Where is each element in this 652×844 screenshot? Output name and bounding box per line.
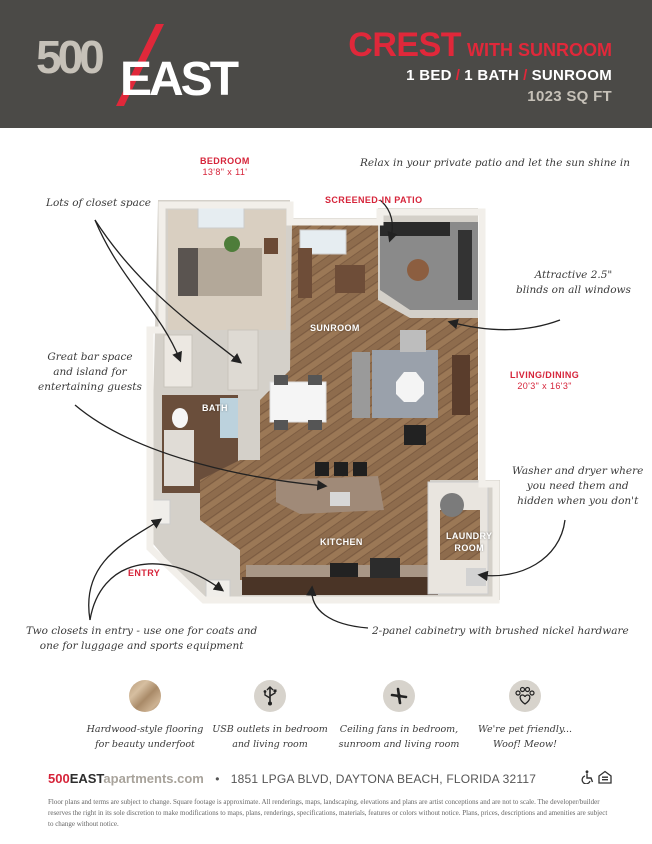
disclaimer-text: Floor plans and terms are subject to cha… — [48, 798, 608, 828]
feature-text: Hardwood-style flooring for beauty under… — [80, 722, 210, 752]
feature-line: Ceiling fans in bedroom, — [339, 724, 459, 735]
plan-subtitle: WITH SUNROOM — [467, 40, 612, 60]
note-line: Attractive 2.5" — [534, 269, 613, 281]
feature-list: Hardwood-style flooring for beauty under… — [80, 680, 572, 760]
room-name-line2: ROOM — [454, 543, 485, 553]
entry-arrow-1 — [88, 518, 163, 621]
ceiling-fan-icon — [383, 680, 415, 712]
feature-pets: We're pet friendly... Woof! Meow! — [460, 680, 590, 752]
room-name: BEDROOM — [200, 156, 250, 166]
note-line: Two closets in entry - use one for coats… — [26, 625, 258, 637]
spec-beds: 1 BED — [406, 67, 452, 84]
logo-east: EAST — [120, 53, 239, 106]
logo-500: 500 — [36, 31, 105, 83]
note-closet: Lots of closet space — [46, 197, 151, 209]
note-cabinetry: 2-panel cabinetry with brushed nickel ha… — [372, 625, 629, 637]
patio-arrow — [379, 199, 398, 243]
spec-extra: SUNROOM — [531, 67, 612, 84]
room-label-entry: ENTRY — [128, 568, 161, 578]
feature-text: Ceiling fans in bedroom, sunroom and liv… — [334, 722, 464, 752]
entry-arrow-2 — [89, 563, 225, 621]
room-label-sunroom: SUNROOM — [310, 323, 360, 333]
feature-line: We're pet friendly... — [477, 724, 573, 735]
feature-line: USB outlets in bedroom — [212, 724, 328, 735]
feature-flooring: Hardwood-style flooring for beauty under… — [80, 680, 210, 752]
closet-arrow-2 — [94, 219, 243, 364]
equal-housing-icon — [598, 770, 612, 784]
floor-plan-rendering — [74, 199, 566, 629]
plan-sqft: 1023 SQ FT — [527, 88, 612, 105]
feature-line: sunroom and living room — [338, 739, 460, 750]
note-line: Great bar space — [47, 351, 133, 363]
blinds-arrow — [447, 318, 561, 331]
accessibility-icon — [581, 770, 594, 784]
cabinetry-arrow — [306, 585, 369, 629]
feature-line: and living room — [232, 739, 308, 750]
room-name-line1: LAUNDRY — [446, 531, 493, 541]
site-part: 500 — [48, 771, 70, 786]
website-link[interactable]: 500EASTapartments.com — [48, 771, 204, 786]
feature-text: We're pet friendly... Woof! Meow! — [460, 722, 590, 752]
note-entry-closets: Two closets in entry - use one for coats… — [26, 624, 257, 654]
site-part: apartments.com — [103, 771, 204, 786]
site-part: EAST — [69, 771, 104, 786]
feature-line: for beauty underfoot — [95, 739, 195, 750]
room-dimensions: 20'3" x 16'3" — [517, 381, 572, 391]
feature-line: Hardwood-style flooring — [86, 724, 204, 735]
note-line: entertaining guests — [38, 381, 142, 393]
spec-separator: / — [523, 67, 528, 84]
footer-contact: 500EASTapartments.com • 1851 LPGA BLVD, … — [48, 771, 536, 786]
note-line: one for luggage and sports equipment — [39, 640, 244, 652]
room-label-bath: BATH — [202, 403, 228, 413]
note-line: you need them and — [526, 480, 629, 492]
spec-baths: 1 BATH — [464, 67, 520, 84]
closet-arrow-1 — [94, 219, 182, 363]
note-line: hidden when you don't — [517, 495, 639, 507]
note-line: and island for — [53, 366, 127, 378]
room-label-living: LIVING/DINING 20'3" x 16'3" — [510, 370, 579, 391]
feature-ceiling-fan: Ceiling fans in bedroom, sunroom and liv… — [334, 680, 464, 752]
legal-icons — [581, 770, 612, 784]
note-blinds: Attractive 2.5" blinds on all windows — [516, 268, 631, 298]
bar-arrow — [74, 404, 328, 491]
note-washer: Washer and dryer where you need them and… — [512, 464, 643, 509]
plan-name: CREST — [348, 26, 462, 64]
brand-logo: 500 EAST — [36, 22, 239, 112]
note-patio: Relax in your private patio and let the … — [360, 157, 631, 169]
wood-flooring-swatch-icon — [129, 680, 161, 712]
room-label-bedroom: BEDROOM 13'8" x 11' — [200, 156, 250, 177]
plan-specs: 1 BED/1 BATH/SUNROOM — [348, 67, 612, 84]
room-label-patio: SCREENED-IN PATIO — [325, 195, 423, 205]
note-line: Washer and dryer where — [512, 465, 644, 477]
room-label-laundry: LAUNDRY ROOM — [446, 530, 492, 554]
separator-bullet: • — [215, 772, 220, 786]
room-name: LIVING/DINING — [510, 370, 580, 380]
note-bar: Great bar space and island for entertain… — [38, 350, 142, 395]
feature-text: USB outlets in bedroom and living room — [205, 722, 335, 752]
feature-usb: USB outlets in bedroom and living room — [205, 680, 335, 752]
usb-icon — [254, 680, 286, 712]
washer-arrow — [477, 519, 566, 582]
room-label-kitchen: KITCHEN — [320, 537, 363, 547]
room-dimensions: 13'8" x 11' — [202, 167, 248, 177]
feature-line: Woof! Meow! — [493, 739, 557, 750]
spec-separator: / — [455, 67, 461, 84]
note-line: blinds on all windows — [516, 284, 631, 296]
paw-heart-icon — [509, 680, 541, 712]
address: 1851 LPGA BLVD, DAYTONA BEACH, FLORIDA 3… — [230, 772, 537, 786]
floor-plan-area: BEDROOM 13'8" x 11' SCREENED-IN PATIO SU… — [0, 128, 652, 652]
